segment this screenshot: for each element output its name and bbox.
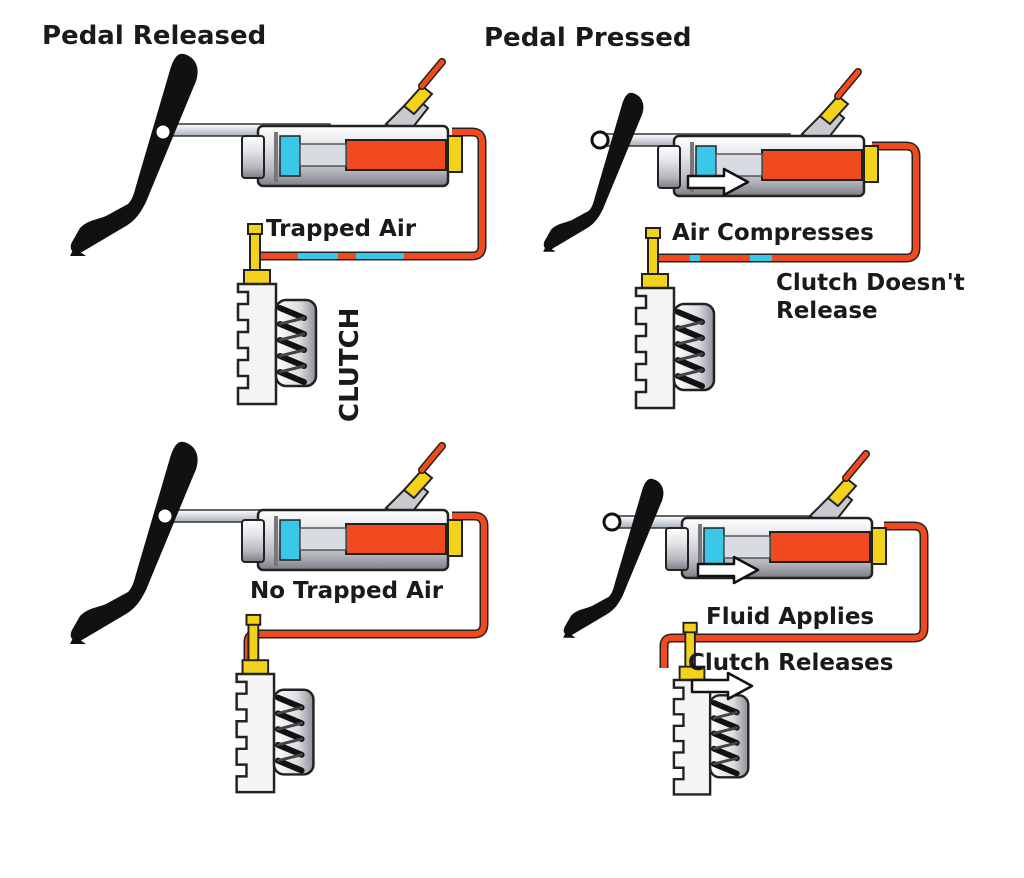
pedal-3 xyxy=(70,441,198,644)
pedal-pivot-4 xyxy=(602,512,622,532)
slave-cylinder-1 xyxy=(238,224,316,404)
label-trapped-air: Trapped Air xyxy=(266,216,417,242)
pedal-pivot-2 xyxy=(590,130,610,150)
label-air-compresses: Air Compresses xyxy=(672,220,874,246)
slave-cylinder-3 xyxy=(237,615,314,792)
panel-pressed-air-compresses xyxy=(543,72,921,408)
pedal-4 xyxy=(563,478,664,638)
label-clutch-releases: Clutch Releases xyxy=(688,650,893,676)
label-fluid-applies: Fluid Applies xyxy=(706,604,874,630)
panel-released-no-trapped-air xyxy=(70,441,489,792)
label-clutch: CLUTCH xyxy=(335,308,365,422)
label-no-trapped-air: No Trapped Air xyxy=(250,578,444,604)
heading-pedal-pressed: Pedal Pressed xyxy=(484,23,692,53)
slave-cylinder-4 xyxy=(674,623,748,795)
pedal-pivot-3 xyxy=(155,506,175,526)
panel-pressed-clutch-releases xyxy=(563,454,929,795)
label-clutch-doesnt-release-1: Clutch Doesn't xyxy=(776,270,965,296)
pedal-2 xyxy=(543,92,644,252)
master-cylinder-3 xyxy=(242,446,462,570)
heading-pedal-released: Pedal Released xyxy=(42,21,266,51)
label-clutch-doesnt-release-2: Release xyxy=(776,298,878,324)
pedal-1 xyxy=(70,53,198,257)
pedal-pivot-1 xyxy=(153,122,173,142)
panel-released-trapped-air xyxy=(70,53,487,404)
